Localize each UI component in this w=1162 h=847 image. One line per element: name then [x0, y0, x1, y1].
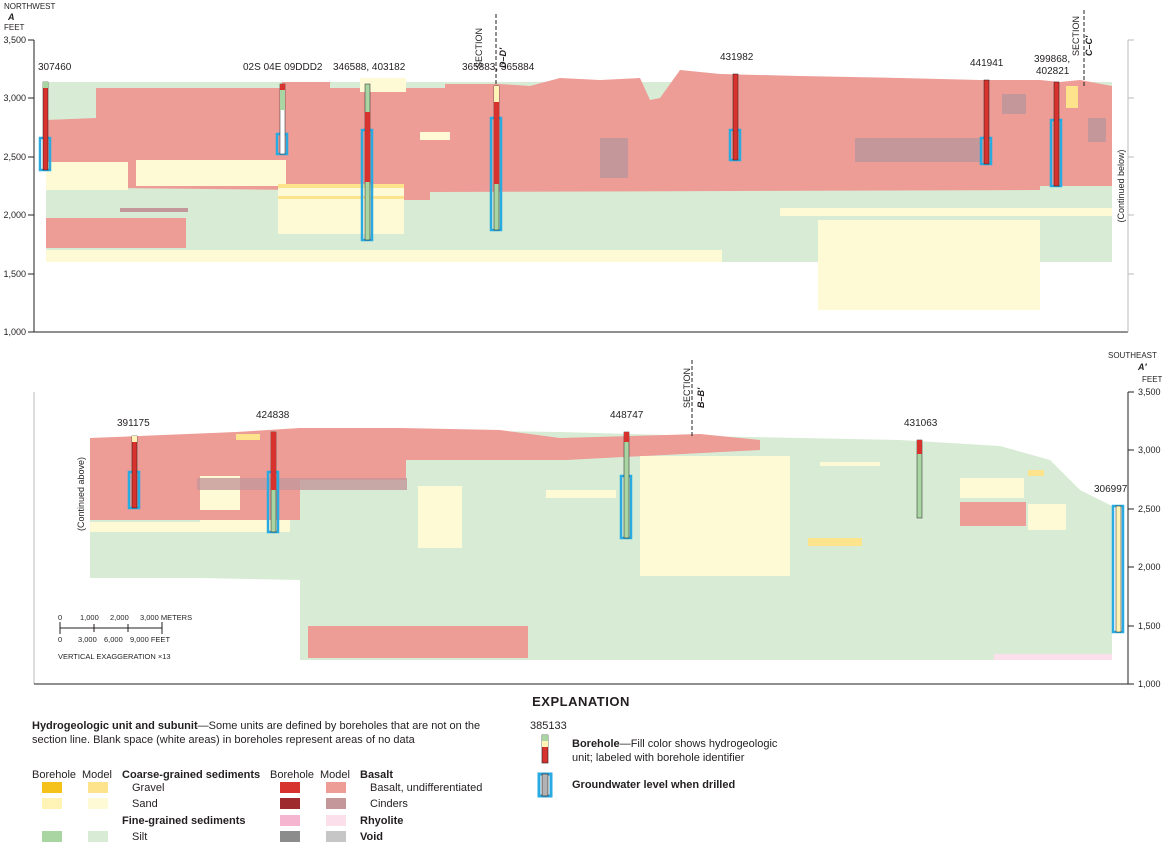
- southeast-label: SOUTHEAST: [1108, 351, 1157, 360]
- feet-label-top: FEET: [4, 23, 25, 32]
- borehole-label: 307460: [38, 62, 72, 73]
- borehole-label: 441941: [970, 58, 1004, 69]
- col-borehole: Borehole: [270, 769, 315, 781]
- scale-feet-tick: 3,000: [78, 635, 97, 644]
- y-tick: 3,500: [3, 35, 26, 45]
- section-cc-label: SECTION: [1071, 16, 1081, 56]
- cinders-label: Cinders: [370, 798, 408, 810]
- borehole-label: 02S 04E 09DDD2: [243, 62, 323, 73]
- void-model-swatch: [326, 831, 346, 842]
- y-tick: 3,000: [1138, 445, 1161, 455]
- section-cc-name: C–C′: [1084, 35, 1094, 56]
- y-tick: 1,500: [3, 269, 26, 279]
- section-dd-label: SECTION: [474, 28, 484, 68]
- section-dd-name: D–D′: [498, 47, 508, 68]
- col-model: Model: [320, 769, 350, 781]
- y-tick: 2,000: [3, 210, 26, 220]
- explanation-title: EXPLANATION: [532, 694, 630, 709]
- bottom-model-units: [90, 428, 1112, 660]
- sand-borehole-swatch: [42, 798, 62, 809]
- borehole-label: 391175: [117, 418, 150, 429]
- section-bb-label: SECTION: [682, 368, 692, 408]
- unit-description: Hydrogeologic unit and subunit—Some unit…: [32, 720, 492, 748]
- y-tick: 2,500: [3, 152, 26, 162]
- rhyolite-model-swatch: [326, 815, 346, 826]
- y-tick: 3,500: [1138, 387, 1161, 397]
- northwest-label: NORTHWEST: [4, 2, 56, 11]
- vertical-exaggeration: VERTICAL EXAGGERATION ×13: [58, 652, 171, 661]
- borehole-label: 448747: [610, 410, 644, 421]
- rhyolite-borehole-swatch: [280, 815, 300, 826]
- bottom-boreholes: [127, 431, 1125, 634]
- bottom-panel: SOUTHEAST A′ FEET: [33, 351, 1162, 689]
- y-tick: 1,000: [1138, 679, 1161, 689]
- unit-desc: —Some units are defined by boreholes tha…: [32, 720, 481, 746]
- basalt-borehole-swatch: [280, 782, 300, 793]
- top-boreholes: [38, 73, 1063, 242]
- silt-borehole-swatch: [42, 831, 62, 842]
- borehole-label: 306997: [1094, 484, 1128, 495]
- bottom-y-axis: 3,500 3,000 2,500 2,000 1,500 1,000: [33, 387, 1161, 689]
- borehole-symbol: [541, 734, 549, 764]
- top-panel: NORTHWEST A FEET: [3, 2, 1134, 337]
- y-tick: 1,500: [1138, 621, 1161, 631]
- borehole-label: 402821: [1036, 66, 1070, 77]
- scale-feet-tick: 6,000: [104, 635, 123, 644]
- section-bb-name: B–B′: [696, 387, 706, 408]
- basalt-model-swatch: [326, 782, 346, 793]
- borehole-desc: —Fill color shows hydrogeologic unit; la…: [572, 738, 778, 764]
- continued-above-label: (Continued above): [76, 457, 86, 531]
- unit-heading: Hydrogeologic unit and subunit: [32, 720, 198, 732]
- coarse-label: Coarse-grained sediments: [122, 769, 261, 781]
- top-model-units: [46, 70, 1112, 310]
- top-y-axis-left: 3,500 3,000 2,500 2,000 1,500 1,000: [3, 35, 1134, 337]
- cinders-model-swatch: [326, 798, 346, 809]
- a-label: A: [7, 12, 15, 22]
- a-prime-label: A′: [1137, 362, 1147, 372]
- col-model: Model: [82, 769, 112, 781]
- example-borehole-id: 385133: [530, 720, 567, 732]
- scale-bar: 0 1,000 2,000 3,000 METERS 0 3,000 6,000…: [58, 613, 192, 661]
- col-borehole: Borehole: [32, 769, 77, 781]
- groundwater-symbol: [537, 772, 553, 798]
- borehole-heading: Borehole: [572, 738, 620, 750]
- silt-model-swatch: [88, 831, 108, 842]
- void-borehole-swatch: [280, 831, 300, 842]
- scale-meters-tick: 3,000 METERS: [140, 613, 192, 622]
- gravel-borehole-swatch: [42, 782, 62, 793]
- basalt-undiff-label: Basalt, undifferentiated: [370, 782, 483, 794]
- scale-feet-tick: 0: [58, 635, 62, 644]
- sand-label: Sand: [132, 798, 158, 810]
- fine-label: Fine-grained sediments: [122, 815, 246, 827]
- continued-below-label: (Continued below): [1116, 149, 1126, 222]
- basalt-label: Basalt: [360, 769, 394, 781]
- borehole-label: 399868,: [1034, 54, 1070, 65]
- y-tick: 3,000: [3, 93, 26, 103]
- void-label: Void: [360, 831, 384, 843]
- borehole-label: 365883, 365884: [462, 62, 535, 73]
- scale-meters-tick: 0: [58, 613, 62, 622]
- borehole-label: 424838: [256, 410, 290, 421]
- y-tick: 2,000: [1138, 562, 1161, 572]
- y-tick: 1,000: [3, 327, 26, 337]
- feet-label-bottom: FEET: [1142, 375, 1162, 384]
- scale-meters-tick: 2,000: [110, 613, 129, 622]
- y-tick: 2,500: [1138, 504, 1161, 514]
- cinders-borehole-swatch: [280, 798, 300, 809]
- scale-feet-tick: 9,000 FEET: [130, 635, 170, 644]
- borehole-label: 431063: [904, 418, 938, 429]
- rhyolite-label: Rhyolite: [360, 815, 404, 827]
- borehole-label: 431982: [720, 52, 754, 63]
- borehole-label: 346588, 403182: [333, 62, 406, 73]
- gravel-model-swatch: [88, 782, 108, 793]
- sand-model-swatch: [88, 798, 108, 809]
- silt-label: Silt: [132, 831, 148, 843]
- borehole-description: Borehole—Fill color shows hydrogeologic …: [572, 738, 792, 766]
- groundwater-label: Groundwater level when drilled: [572, 779, 736, 791]
- gravel-label: Gravel: [132, 782, 165, 794]
- cross-section-figure: NORTHWEST A FEET: [3, 2, 1162, 689]
- scale-meters-tick: 1,000: [80, 613, 99, 622]
